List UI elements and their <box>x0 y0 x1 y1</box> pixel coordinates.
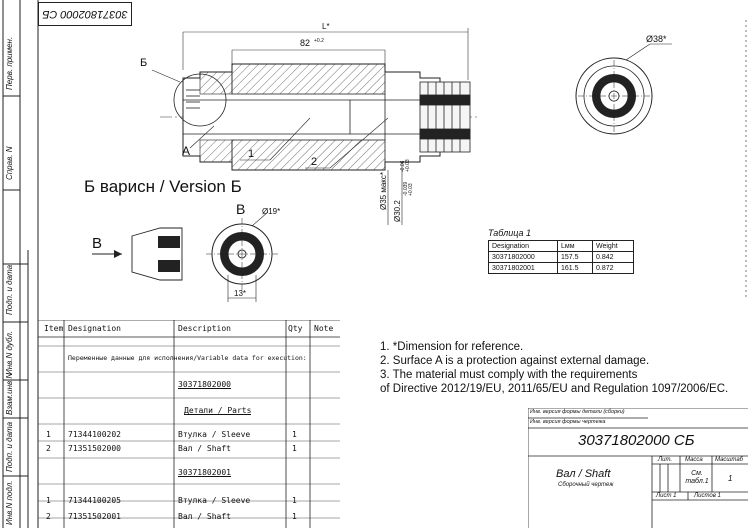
table-1-cell: 161.5 <box>557 262 593 274</box>
spec-header-note: Note <box>314 324 334 333</box>
side-label-6: Подп. и дата <box>5 421 14 472</box>
spec-group2-row: 30371802001 <box>38 464 340 481</box>
margin-frame <box>2 0 39 528</box>
title-sheets: Листов 1 <box>694 493 721 499</box>
table-row: 30371802000 157.5 0.842 <box>488 251 634 263</box>
label-A: A <box>182 144 190 158</box>
note-line: of Directive 2012/19/EU, 2011/65/EU and … <box>380 383 729 395</box>
title-subname: Сборочный чертеж <box>558 482 614 488</box>
table-1-cell: 30371802001 <box>488 262 558 274</box>
table-1-caption: Таблица 1 <box>488 228 532 238</box>
table-1-grid: Designation Lмм Weight 30371802000 157.5… <box>488 240 634 274</box>
title-mass-value: См. табл.1 <box>685 470 709 485</box>
table-1-cell: 0.842 <box>592 251 634 263</box>
side-label-7: Инв.N подл. <box>5 480 14 525</box>
title-scale: Масштаб <box>715 457 744 463</box>
spec-group1: 30371802000 <box>178 380 231 389</box>
spec-cell: Втулка / Sleeve <box>178 430 251 439</box>
spec-variable-data: Переменные данные для исполнения/Variabl… <box>68 354 307 362</box>
spec-grid <box>38 320 340 528</box>
spec-cell: 71344100202 <box>68 430 121 439</box>
dim-dia30: Ø30.2 <box>393 200 402 222</box>
doc-number-box: 30371802000 СБ <box>38 2 132 26</box>
spec-cell: 2 <box>46 512 51 521</box>
spec-parts-heading: Детали / Parts <box>184 406 252 415</box>
spec-header-description: Description <box>178 324 231 333</box>
spec-cell: 71344100205 <box>68 496 121 505</box>
spec-variable-row: Переменные данные для исполнения/Variabl… <box>38 350 340 367</box>
shaft-drawing: L* 82 +0.2 Б A 1 2 <box>84 20 747 302</box>
small-circle-dia: Ø19* <box>262 207 280 216</box>
title-block-grid <box>528 408 748 528</box>
title-sheet: Лист 1 <box>656 493 677 499</box>
note-line: 3. The material must comply with the req… <box>380 369 638 381</box>
spec-cell: 1 <box>292 430 297 439</box>
dim-dia35: Ø35 макс* <box>379 172 388 210</box>
table-1-cell: 30371802000 <box>488 251 558 263</box>
dim-dia30-tol-c: -0.06 <box>400 160 406 172</box>
table-row: 2 71351502001 Вал / Shaft 1 <box>38 508 340 525</box>
dim-dia30-tol-d: +0.03 <box>405 159 411 172</box>
title-small-line2: Инв. версия формы чертежа <box>530 419 606 425</box>
dim-dia30-tol-b: +0.03 <box>408 183 414 196</box>
title-mass: Масса <box>685 457 703 463</box>
title-number: 30371802000 СБ <box>578 432 695 449</box>
table-1: Таблица 1 Designation Lмм Weight 3037180… <box>488 228 634 274</box>
dim-dia30-tol-a: -0.039 <box>403 182 409 196</box>
spec-header-designation: Designation <box>68 324 121 333</box>
note-line: 2. Surface A is a protection against ext… <box>380 355 650 367</box>
spec-header-qty: Qty <box>288 324 303 333</box>
spec-cell: Вал / Shaft <box>178 444 231 453</box>
dim-13: 13* <box>234 289 246 298</box>
spec-cell: 71351502000 <box>68 444 121 453</box>
spec-parts-row: Детали / Parts <box>38 402 340 419</box>
dim-82-tol: +0.2 <box>314 38 324 44</box>
table-row: 30371802001 161.5 0.872 <box>488 262 634 274</box>
view-arrow-label: В <box>92 235 102 252</box>
end-view-circle <box>575 43 672 135</box>
spec-cell: 1 <box>292 512 297 521</box>
label-2: 2 <box>311 156 317 168</box>
table-1-header-designation: Designation <box>488 240 558 252</box>
spec-cell: 1 <box>292 444 297 453</box>
spec-cell: 1 <box>46 430 51 439</box>
version-title: Б варисн / Version Б <box>84 177 242 196</box>
spec-cell: Втулка / Sleeve <box>178 496 251 505</box>
side-label-4: Инв.N дубл. <box>5 330 14 375</box>
table-1-cell: 0.872 <box>592 262 634 274</box>
spec-header-row: Item Designation Description Qty Note <box>38 320 340 337</box>
dim-82-label: 82 <box>300 38 310 48</box>
table-1-header-weight: Weight <box>592 240 634 252</box>
table-1-header: Designation Lмм Weight <box>488 240 634 252</box>
table-row: 1 71344100205 Втулка / Sleeve 1 <box>38 492 340 509</box>
spec-cell: 1 <box>292 496 297 505</box>
title-small-line1: Инв. версия формы детали (сборки) <box>530 409 625 415</box>
title-name: Вал / Shaft <box>556 468 611 480</box>
spec-group2: 30371802001 <box>178 468 231 477</box>
note-line: 1. *Dimension for reference. <box>380 341 524 353</box>
table-1-header-l: Lмм <box>557 240 593 252</box>
notes: 1. *Dimension for reference. 2. Surface … <box>380 340 728 396</box>
spec-cell: 2 <box>46 444 51 453</box>
table-row: 1 71344100202 Втулка / Sleeve 1 <box>38 426 340 443</box>
title-block: Инв. версия формы детали (сборки) Инв. в… <box>528 408 748 528</box>
table-row: 2 71351502000 Вал / Shaft 1 <box>38 440 340 457</box>
spec-cell: 71351502001 <box>68 512 121 521</box>
title-scale-value: 1 <box>728 474 733 483</box>
spec-cell: 1 <box>46 496 51 505</box>
circle-dia-label: Ø38* <box>646 34 667 44</box>
spec-header-item: Item <box>44 324 64 333</box>
dim-L-label: L* <box>322 22 330 31</box>
spec-group1-row: 30371802000 <box>38 376 340 393</box>
side-label-5: Взам.инв.N <box>5 372 14 415</box>
label-1: 1 <box>248 148 254 160</box>
title-lit: Лит. <box>658 457 673 463</box>
view-B-label: В <box>236 201 245 217</box>
spec-cell: Вал / Shaft <box>178 512 231 521</box>
table-1-cell: 157.5 <box>557 251 593 263</box>
label-B-top: Б <box>140 57 147 69</box>
specification-table: Item Designation Description Qty Note Пе… <box>38 320 340 528</box>
